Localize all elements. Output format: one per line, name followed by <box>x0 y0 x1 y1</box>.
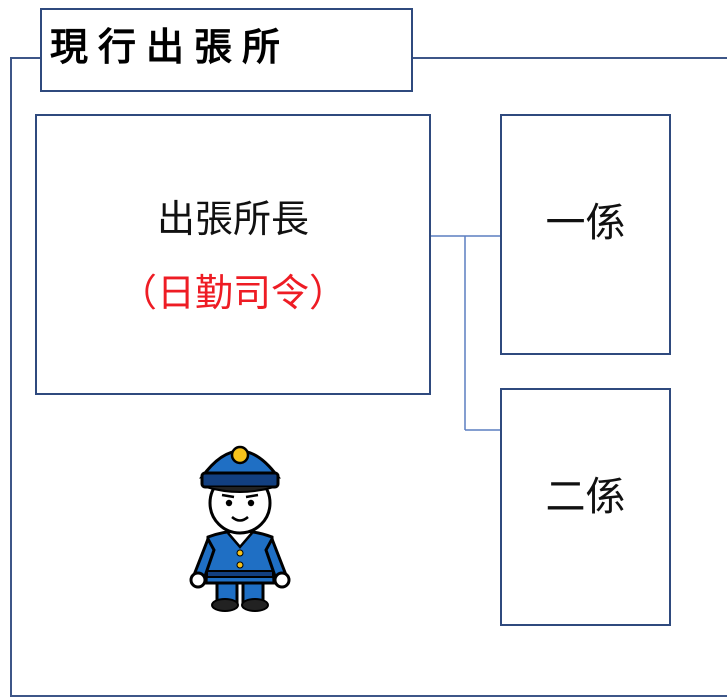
section-box-2: 二係 <box>500 388 671 626</box>
section-label-2: 二係 <box>545 474 626 520</box>
chief-subtitle: （日勤司令） <box>118 271 347 315</box>
page-title: 現行出張所 <box>50 25 291 69</box>
section-label-1: 一係 <box>545 200 626 246</box>
org-connectors <box>431 235 500 431</box>
title-tab: 現行出張所 <box>40 8 413 92</box>
section-box-1: 一係 <box>500 114 671 355</box>
chief-title: 出張所長 <box>156 197 309 241</box>
chief-box: 出張所長 （日勤司令） <box>35 114 431 395</box>
police-officer-icon <box>189 445 291 612</box>
